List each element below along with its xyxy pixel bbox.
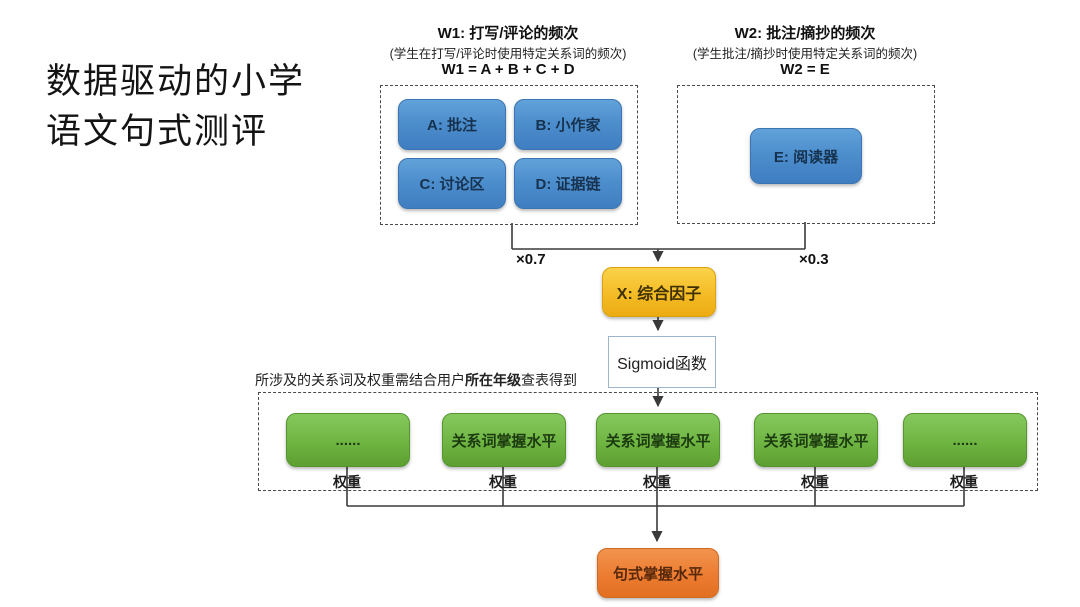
node-mastery-ellipsis-right: ......: [903, 413, 1027, 467]
mastery-container: [258, 392, 1038, 491]
node-mastery-3: 关系词掌握水平: [754, 413, 878, 467]
w2-subtitle: (学生批注/摘抄时使用特定关系词的频次): [692, 47, 918, 61]
w2-formula: W2 = E: [780, 61, 830, 78]
w1-subtitle: (学生在打写/评论时使用特定关系词的频次): [389, 47, 627, 61]
node-a-pizhu: A: 批注: [398, 99, 506, 150]
w2-container: [677, 85, 935, 224]
node-sigmoid: Sigmoid函数: [608, 336, 716, 388]
multiplier-w1: ×0.7: [516, 251, 546, 268]
weight-label-5: 权重: [950, 474, 978, 490]
weight-label-3: 权重: [643, 474, 671, 490]
weight-label-4: 权重: [801, 474, 829, 490]
node-b-xiaozuojia: B: 小作家: [514, 99, 622, 150]
weight-label-1: 权重: [333, 474, 361, 490]
lookup-note-bold: 所在年级: [465, 372, 521, 388]
node-mastery-2: 关系词掌握水平: [596, 413, 720, 467]
node-composite-factor: X: 综合因子: [602, 267, 716, 317]
lookup-note-prefix: 所涉及的关系词及权重需结合用户: [255, 372, 465, 388]
w1-formula: W1 = A + B + C + D: [441, 61, 575, 78]
lookup-note-suffix: 查表得到: [521, 372, 577, 388]
w1-container: [380, 85, 638, 225]
lookup-note: 所涉及的关系词及权重需结合用户所在年级查表得到: [255, 370, 577, 390]
page-title: 数据驱动的小学 语文句式测评: [46, 58, 346, 157]
node-mastery-1: 关系词掌握水平: [442, 413, 566, 467]
node-sentence-mastery: 句式掌握水平: [597, 548, 719, 598]
node-mastery-ellipsis-left: ......: [286, 413, 410, 467]
w1-heading: W1: 打写/评论的频次: [437, 25, 579, 42]
multiplier-w2: ×0.3: [799, 251, 829, 268]
weight-label-2: 权重: [489, 474, 517, 490]
w2-heading: W2: 批注/摘抄的频次: [734, 25, 876, 42]
node-c-taolunqu: C: 讨论区: [398, 158, 506, 209]
page-title-line2: 语文句式测评: [46, 111, 269, 152]
node-e-yueduqi: E: 阅读器: [750, 128, 862, 184]
node-d-zhengjulian: D: 证据链: [514, 158, 622, 209]
page-title-line1: 数据驱动的小学: [46, 62, 306, 102]
